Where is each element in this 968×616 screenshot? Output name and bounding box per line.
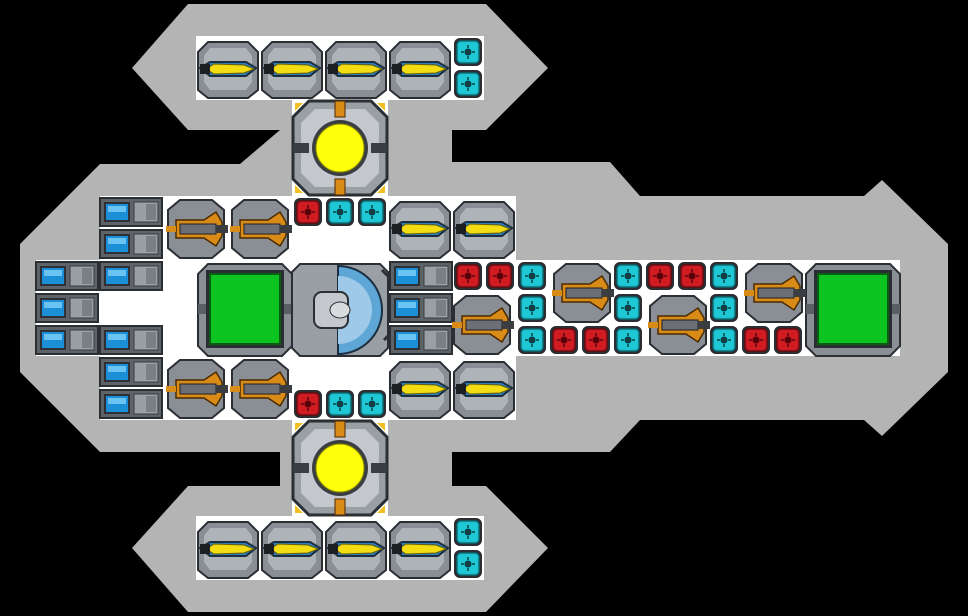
red-cell-icon <box>773 325 803 355</box>
top-reactor-icon <box>291 99 389 197</box>
engine-icon <box>389 325 453 355</box>
turret-icon <box>165 359 229 419</box>
cyan-cell-icon <box>325 197 355 227</box>
cyan-cell-icon <box>453 517 483 547</box>
cyan-cell-icon <box>613 261 643 291</box>
red-cell-icon <box>293 389 323 419</box>
thruster-icon <box>389 201 451 259</box>
red-cell-icon <box>485 261 515 291</box>
cyan-cell-icon <box>517 325 547 355</box>
cyan-cell-icon <box>709 293 739 323</box>
top-thruster-row <box>197 37 483 99</box>
thruster-icon <box>261 41 323 99</box>
engine-icon <box>35 261 99 291</box>
thruster-icon <box>261 521 323 579</box>
engine-icon <box>99 325 163 355</box>
cyan-cell-icon <box>453 69 483 99</box>
cyan-cell-icon <box>453 549 483 579</box>
turret-icon <box>647 295 711 355</box>
red-cell-icon <box>645 261 675 291</box>
cyan-cell-icon <box>709 261 739 291</box>
red-cell-icon <box>677 261 707 291</box>
left-shield-generator-icon <box>197 263 293 357</box>
cyan-cell-icon <box>613 325 643 355</box>
turret-icon <box>743 263 807 323</box>
turret-icon <box>229 359 293 419</box>
thruster-icon <box>389 361 451 419</box>
thruster-icon <box>453 201 515 259</box>
turret-icon <box>451 295 515 355</box>
engine-icon <box>35 325 99 355</box>
red-cell-icon <box>293 197 323 227</box>
engine-icon <box>99 197 163 227</box>
red-cell-icon <box>453 261 483 291</box>
lower-engine-stack <box>99 325 163 419</box>
red-cell-icon <box>741 325 771 355</box>
cyan-cell-icon <box>517 293 547 323</box>
thruster-icon <box>389 41 451 99</box>
cyan-cell-icon <box>709 325 739 355</box>
upper-engine-stack <box>99 197 163 291</box>
cyan-cell-icon <box>613 293 643 323</box>
right-corridor-modules <box>451 261 807 355</box>
engine-icon <box>99 261 163 291</box>
cyan-cell-icon <box>453 37 483 67</box>
engine-icon <box>389 261 453 291</box>
bottom-reactor-icon <box>291 419 389 517</box>
engine-icon <box>35 293 99 323</box>
red-cell-icon <box>581 325 611 355</box>
bottom-thruster-row <box>197 517 483 579</box>
cyan-cell-icon <box>357 389 387 419</box>
turret-icon <box>551 263 615 323</box>
red-cell-icon <box>549 325 579 355</box>
thruster-icon <box>389 521 451 579</box>
cyan-cell-icon <box>517 261 547 291</box>
thruster-icon <box>453 361 515 419</box>
thruster-icon <box>197 41 259 99</box>
cyan-cell-icon <box>325 389 355 419</box>
cyan-cell-icon <box>357 197 387 227</box>
right-shield-generator-icon <box>805 263 901 357</box>
thruster-icon <box>325 41 387 99</box>
engine-icon <box>99 357 163 387</box>
thruster-icon <box>197 521 259 579</box>
center-engine-stack <box>35 261 99 355</box>
engine-icon <box>99 229 163 259</box>
mid-engine-stack <box>389 261 453 355</box>
thruster-icon <box>325 521 387 579</box>
engine-icon <box>99 389 163 419</box>
cockpit-icon <box>290 262 394 358</box>
turret-icon <box>165 199 229 259</box>
turret-icon <box>229 199 293 259</box>
engine-icon <box>389 293 453 323</box>
